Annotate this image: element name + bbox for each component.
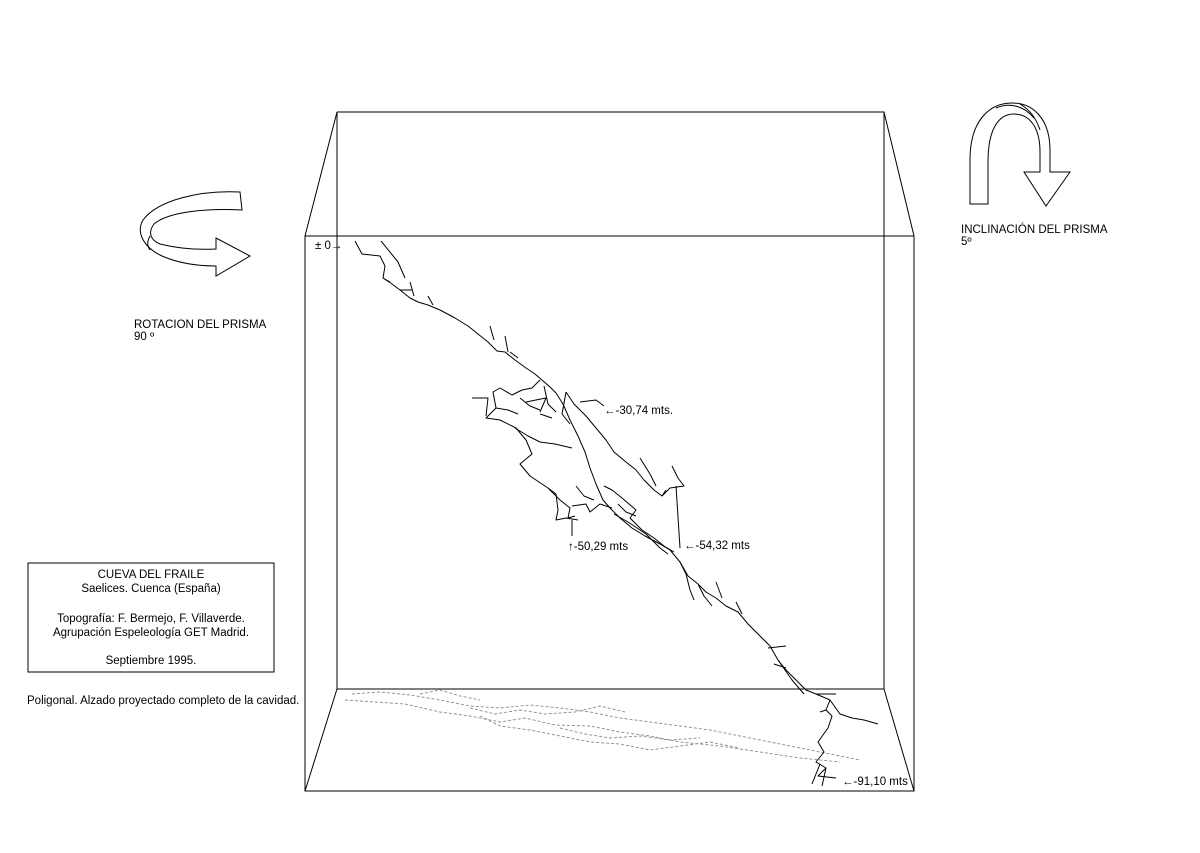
depth-label-30: ←-30,74 mts. — [604, 405, 673, 417]
prism-back-face — [337, 111, 885, 689]
survey-branch — [382, 277, 391, 283]
survey-branch — [380, 240, 406, 279]
cave-polygonal — [354, 240, 879, 787]
survey-branch — [679, 561, 695, 601]
survey-branch — [514, 427, 573, 449]
survey-branch — [617, 503, 637, 517]
survey-branch — [575, 485, 595, 501]
prism-edge-top-left — [304, 111, 338, 237]
inclination-label: INCLINACIÓN DEL PRISMA — [961, 223, 1108, 236]
survey-branch — [767, 645, 787, 649]
prism-edge-top-right — [883, 111, 915, 237]
survey-branch — [409, 281, 415, 297]
survey-branch — [509, 351, 519, 359]
survey-branch — [639, 457, 657, 487]
cave-location: Saelices. Cuenca (España) — [81, 583, 221, 595]
depth-label-54: ←-54,32 mts — [684, 540, 750, 552]
survey-branch — [715, 581, 723, 599]
survey-branch — [571, 503, 613, 513]
cave-name: CUEVA DEL FRAILE — [98, 569, 205, 581]
prism-front-face — [304, 235, 915, 792]
floor-projection-line — [419, 689, 481, 701]
inclination-arrow-icon — [969, 102, 1071, 207]
rotation-value: 90 º — [134, 331, 155, 343]
rotation-label: ROTACION DEL PRISMA — [134, 319, 267, 331]
projection-prism — [304, 111, 915, 792]
prism-edge-bottom-right — [883, 688, 915, 792]
survey-branch — [543, 385, 557, 413]
survey-branch — [603, 485, 675, 553]
survey-branch — [525, 397, 547, 413]
survey-branch — [829, 699, 879, 725]
survey-branch — [821, 767, 827, 787]
floor-projection-line — [469, 705, 626, 715]
floor-projection-line — [479, 715, 741, 751]
survey-branch — [472, 397, 489, 417]
survey-branch — [661, 489, 667, 497]
survey-branch — [579, 399, 605, 407]
survey-branch — [495, 407, 519, 415]
survey-branch — [697, 583, 713, 607]
survey-branch — [565, 391, 685, 497]
survey-branch — [735, 601, 743, 615]
info-box-frame — [27, 562, 275, 673]
survey-branch — [773, 663, 787, 669]
survey-branch — [519, 397, 541, 411]
info-box: CUEVA DEL FRAILE Saelices. Cuenca (Españ… — [27, 562, 275, 673]
survey-group: Agrupación Espeleología GET Madrid. — [53, 627, 249, 639]
floor-projection-line — [344, 699, 841, 763]
depth-label-91: ←-91,10 mts — [842, 776, 908, 788]
prism-edge-bottom-left — [304, 688, 338, 792]
survey-branch — [777, 659, 805, 695]
floor-projection-line — [351, 691, 861, 761]
survey-branch — [427, 295, 434, 306]
floor-projection — [344, 689, 861, 763]
diagram-caption: Poligonal. Alzado proyectado completo de… — [27, 695, 299, 707]
depth-label-zero: ± 0→ — [315, 240, 342, 252]
survey-branch — [561, 391, 571, 425]
survey-branch — [485, 379, 576, 519]
floor-projection-line — [559, 727, 701, 741]
survey-date: Septiembre 1995. — [106, 655, 197, 667]
survey-branch — [489, 325, 495, 341]
survey-branch — [819, 709, 827, 713]
survey-branch — [675, 485, 681, 549]
survey-authors: Topografía: F. Bermejo, F. Villaverde. — [57, 613, 245, 625]
rotation-arrow-icon — [139, 191, 252, 277]
inclination-value: 5º — [961, 236, 972, 248]
survey-branch — [539, 413, 553, 419]
survey-branch — [613, 513, 669, 555]
survey-branch — [811, 763, 821, 785]
survey-branch — [504, 335, 509, 353]
depth-label-50: ↑-50,29 mts — [568, 541, 628, 553]
prism-back-left-edge — [336, 112, 884, 690]
survey-branch — [547, 487, 579, 521]
